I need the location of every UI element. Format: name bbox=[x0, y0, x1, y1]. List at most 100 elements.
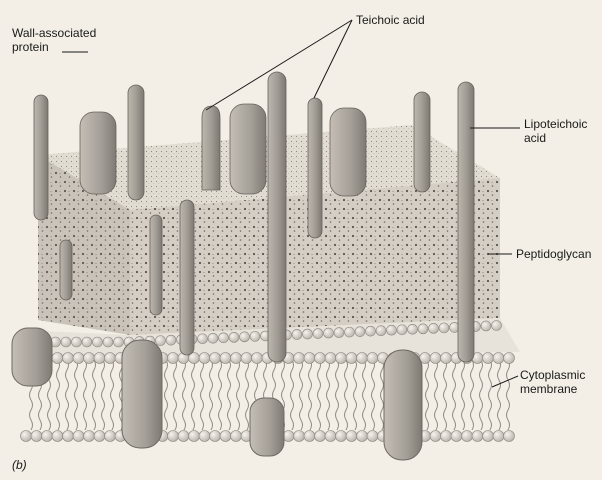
phospholipid-head bbox=[292, 329, 302, 339]
phospholipid-head bbox=[483, 431, 494, 442]
rod bbox=[150, 215, 162, 315]
phospholipid-head bbox=[336, 431, 347, 442]
rod bbox=[202, 106, 220, 190]
phospholipid-head bbox=[429, 323, 439, 333]
phospholipid-head bbox=[210, 431, 221, 442]
phospholipid-head bbox=[315, 353, 326, 364]
phospholipid-head bbox=[492, 321, 502, 331]
label-teichoic-acid: Teichoic acid bbox=[356, 13, 425, 27]
phospholipid-head bbox=[345, 327, 355, 337]
phospholipid-head bbox=[483, 353, 494, 364]
phospholipid-head bbox=[504, 353, 515, 364]
phospholipid-head bbox=[178, 431, 189, 442]
phospholipid-head bbox=[231, 353, 242, 364]
phospholipid-head bbox=[346, 431, 357, 442]
phospholipid-head bbox=[439, 323, 449, 333]
phospholipid-head bbox=[199, 353, 210, 364]
phospholipid-head bbox=[303, 329, 313, 339]
rod bbox=[128, 85, 144, 200]
phospholipid-head bbox=[430, 431, 441, 442]
phospholipid-head bbox=[93, 337, 103, 347]
label-wall-associated-protein-line1: Wall-associated bbox=[12, 26, 96, 40]
label-cytoplasmic-membrane-line1: Cytoplasmic bbox=[520, 368, 585, 382]
rod bbox=[414, 92, 430, 192]
phospholipid-head bbox=[315, 431, 326, 442]
phospholipid-head bbox=[156, 336, 166, 346]
label-wall-associated-protein: Wall-associated protein bbox=[12, 26, 96, 54]
wall-protein bbox=[230, 104, 266, 194]
phospholipid-head bbox=[103, 337, 113, 347]
phospholipid-head bbox=[94, 431, 105, 442]
rod bbox=[34, 95, 48, 220]
phospholipid-head bbox=[430, 353, 441, 364]
phospholipid-head bbox=[481, 321, 491, 331]
phospholipid-head bbox=[63, 431, 74, 442]
membrane-protein-center-left bbox=[122, 340, 162, 448]
rod bbox=[268, 72, 286, 362]
membrane-protein-left bbox=[12, 328, 52, 386]
phospholipid-head bbox=[168, 353, 179, 364]
phospholipid-head bbox=[240, 332, 250, 342]
phospholipid-head bbox=[325, 431, 336, 442]
phospholipid-head bbox=[387, 325, 397, 335]
phospholipid-head bbox=[229, 332, 239, 342]
phospholipid-head bbox=[198, 334, 208, 344]
phospholipid-head bbox=[462, 431, 473, 442]
phospholipid-head bbox=[441, 353, 452, 364]
phospholipid-head bbox=[304, 353, 315, 364]
label-lipoteichoic-acid: Lipoteichoic acid bbox=[524, 117, 587, 145]
phospholipid-head bbox=[313, 329, 323, 339]
phospholipid-head bbox=[63, 353, 74, 364]
label-lipoteichoic-acid-line2: acid bbox=[524, 131, 587, 145]
phospholipid-head bbox=[418, 324, 428, 334]
phospholipid-head bbox=[357, 431, 368, 442]
rod bbox=[458, 82, 474, 362]
phospholipid-head bbox=[73, 353, 84, 364]
phospholipid-head bbox=[472, 431, 483, 442]
phospholipid-head bbox=[493, 353, 504, 364]
label-cytoplasmic-membrane-line2: membrane bbox=[520, 382, 585, 396]
phospholipid-head bbox=[220, 353, 231, 364]
rod bbox=[180, 200, 194, 355]
phospholipid-head bbox=[324, 328, 334, 338]
phospholipid-head bbox=[72, 337, 82, 347]
phospholipid-head bbox=[168, 431, 179, 442]
phospholipid-head bbox=[376, 326, 386, 336]
phospholipid-head bbox=[52, 353, 63, 364]
phospholipid-head bbox=[220, 431, 231, 442]
phospholipid-head bbox=[283, 431, 294, 442]
phospholipid-head bbox=[336, 353, 347, 364]
label-lipoteichoic-acid-line1: Lipoteichoic bbox=[524, 117, 587, 131]
panel-label: (b) bbox=[12, 458, 27, 472]
phospholipid-head bbox=[366, 326, 376, 336]
phospholipid-head bbox=[52, 431, 63, 442]
rod bbox=[308, 98, 322, 238]
phospholipid-head bbox=[210, 353, 221, 364]
membrane-protein-center bbox=[250, 398, 284, 456]
phospholipid-head bbox=[114, 337, 124, 347]
rod bbox=[60, 240, 72, 300]
wall-protein bbox=[330, 108, 366, 196]
phospholipid-head bbox=[334, 328, 344, 338]
phospholipid-head bbox=[42, 431, 53, 442]
phospholipid-head bbox=[504, 431, 515, 442]
phospholipid-head bbox=[231, 431, 242, 442]
phospholipid-head bbox=[166, 335, 176, 345]
phospholipid-head bbox=[84, 353, 95, 364]
phospholipid-head bbox=[241, 353, 252, 364]
phospholipid-head bbox=[219, 333, 229, 343]
phospholipid-head bbox=[199, 431, 210, 442]
phospholipid-head bbox=[94, 353, 105, 364]
phospholipid-head bbox=[105, 353, 116, 364]
phospholipid-head bbox=[82, 337, 92, 347]
label-wall-associated-protein-line2: protein bbox=[12, 40, 96, 54]
phospholipid-head bbox=[357, 353, 368, 364]
phospholipid-head bbox=[451, 431, 462, 442]
phospholipid-head bbox=[21, 431, 32, 442]
phospholipid-head bbox=[208, 333, 218, 343]
phospholipid-head bbox=[304, 431, 315, 442]
phospholipid-head bbox=[355, 327, 365, 337]
phospholipid-head bbox=[73, 431, 84, 442]
